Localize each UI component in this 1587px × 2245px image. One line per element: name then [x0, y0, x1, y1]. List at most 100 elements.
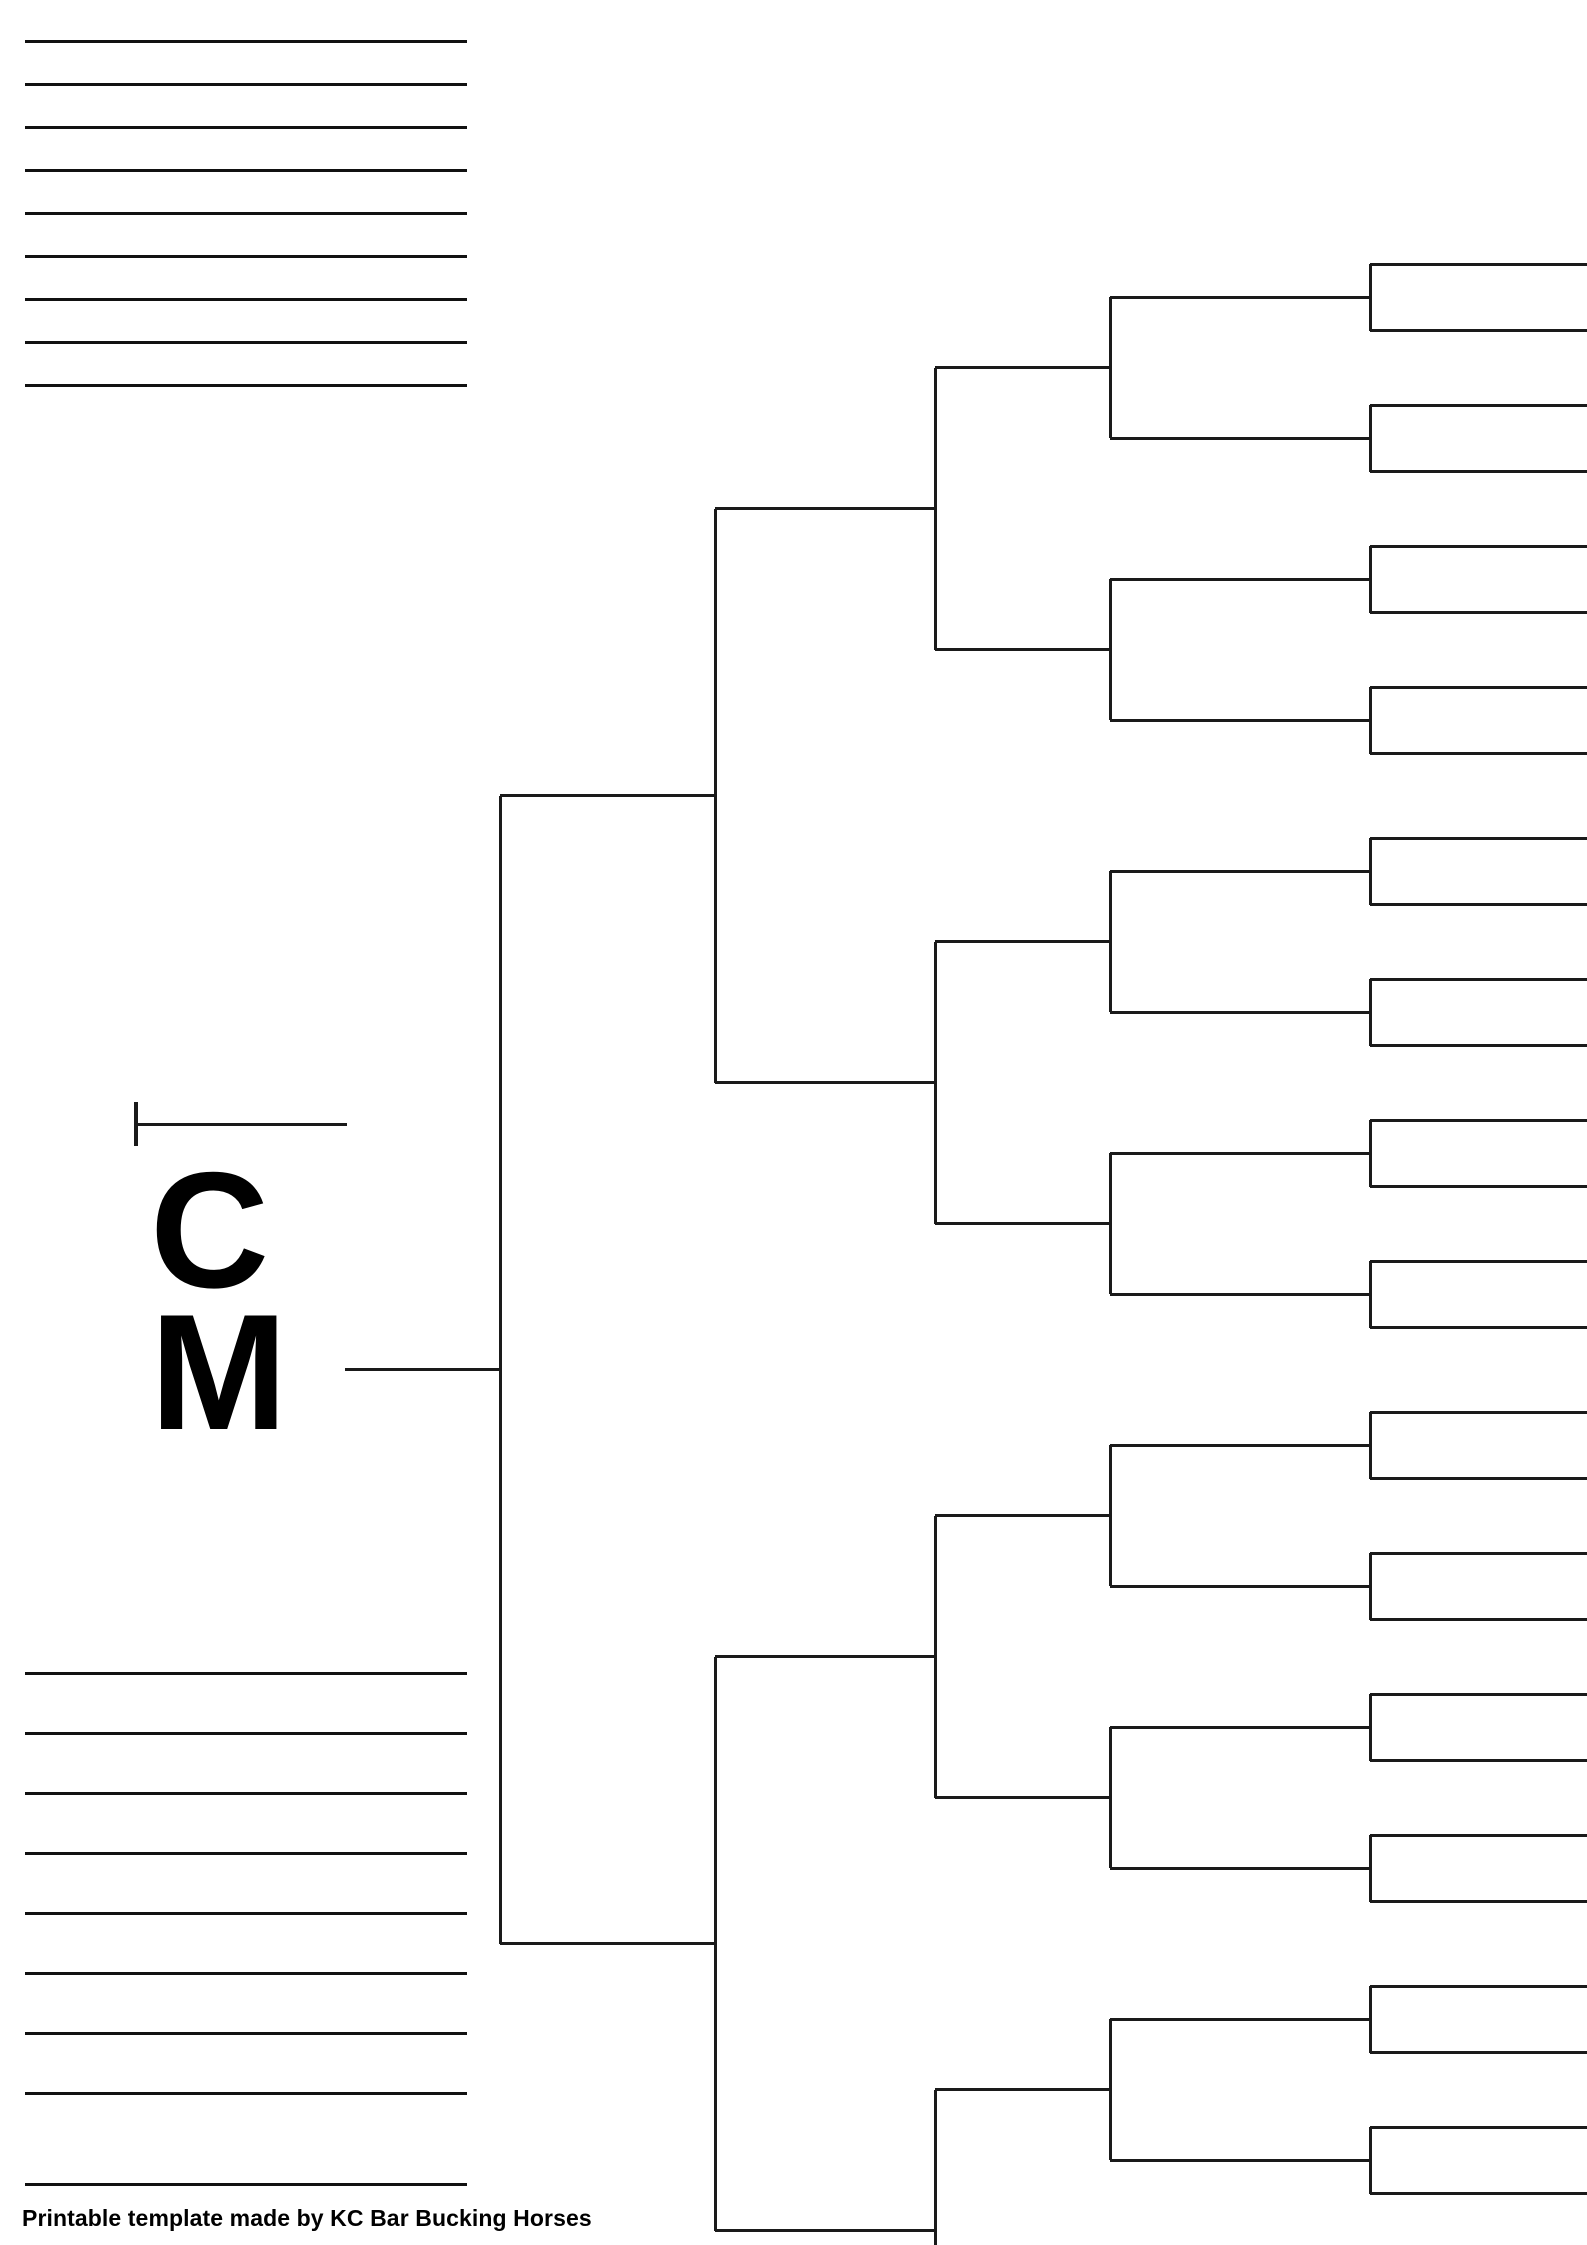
bracket-connector-round1-1[interactable]	[1368, 264, 1372, 331]
bracket-slot-round1-12[interactable]	[1370, 1044, 1587, 1047]
bracket-slot-round4-4[interactable]	[715, 2229, 935, 2233]
bracket-connector-round1-2[interactable]	[1368, 405, 1372, 472]
bracket-slot-round1-23[interactable]	[1370, 1833, 1587, 1837]
writing-line-top-2[interactable]	[25, 83, 467, 86]
bracket-connector-round2-5[interactable]	[1108, 1445, 1112, 1587]
bracket-connector-round2-2[interactable]	[1108, 579, 1112, 721]
bracket-slot-round1-11[interactable]	[1370, 977, 1587, 981]
bracket-slot-round1-14[interactable]	[1370, 1185, 1587, 1188]
writing-line-top-7[interactable]	[25, 298, 467, 301]
bracket-connector-round1-10[interactable]	[1368, 1553, 1372, 1620]
bracket-slot-round1-18[interactable]	[1370, 1477, 1587, 1480]
writing-line-bottom-4[interactable]	[25, 1852, 467, 1855]
bracket-connector-round1-6[interactable]	[1368, 979, 1372, 1046]
bracket-slot-round2-11[interactable]	[1110, 1725, 1370, 1729]
bracket-slot-round1-19[interactable]	[1370, 1551, 1587, 1555]
bracket-connector-round1-12[interactable]	[1368, 1835, 1372, 1902]
bracket-connector-round1-13[interactable]	[1368, 1986, 1372, 2053]
bracket-connector-round1-8[interactable]	[1368, 1261, 1372, 1328]
writing-line-top-5[interactable]	[25, 212, 467, 215]
champion-write-line[interactable]	[134, 1122, 347, 1126]
bracket-connector-round2-1[interactable]	[1108, 297, 1112, 439]
writing-line-top-9[interactable]	[25, 384, 467, 387]
bracket-slot-round4-2[interactable]	[715, 1081, 935, 1085]
bracket-slot-round2-10[interactable]	[1110, 1584, 1370, 1588]
writing-line-bottom-1[interactable]	[25, 1672, 467, 1675]
bracket-slot-round2-14[interactable]	[1110, 2158, 1370, 2162]
bracket-slot-round3-7[interactable]	[935, 2088, 1110, 2092]
bracket-slot-round1-15[interactable]	[1370, 1259, 1587, 1263]
bracket-connector-round2-6[interactable]	[1108, 1727, 1112, 1869]
bracket-slot-round2-7[interactable]	[1110, 1151, 1370, 1155]
bracket-slot-round1-3[interactable]	[1370, 403, 1587, 407]
bracket-slot-final-1[interactable]	[345, 1368, 500, 1372]
writing-line-bottom-7[interactable]	[25, 2032, 467, 2035]
bracket-slot-round1-4[interactable]	[1370, 470, 1587, 473]
bracket-slot-round2-2[interactable]	[1110, 436, 1370, 440]
bracket-slot-round1-25[interactable]	[1370, 1984, 1587, 1988]
bracket-connector-round3-3[interactable]	[933, 1515, 937, 1798]
writing-line-top-3[interactable]	[25, 126, 467, 129]
bracket-slot-round1-21[interactable]	[1370, 1692, 1587, 1696]
bracket-slot-round1-5[interactable]	[1370, 544, 1587, 548]
bracket-slot-round1-7[interactable]	[1370, 685, 1587, 689]
bracket-connector-round1-11[interactable]	[1368, 1694, 1372, 1761]
bracket-slot-round1-20[interactable]	[1370, 1618, 1587, 1621]
bracket-slot-round3-1[interactable]	[935, 366, 1110, 370]
bracket-slot-round5-2[interactable]	[500, 1942, 715, 1946]
bracket-slot-round1-13[interactable]	[1370, 1118, 1587, 1122]
writing-line-bottom-3[interactable]	[25, 1792, 467, 1795]
bracket-slot-round2-6[interactable]	[1110, 1010, 1370, 1014]
bracket-slot-round1-8[interactable]	[1370, 752, 1587, 755]
bracket-slot-round1-26[interactable]	[1370, 2051, 1587, 2054]
writing-line-top-1[interactable]	[25, 40, 467, 43]
bracket-slot-round1-16[interactable]	[1370, 1326, 1587, 1329]
bracket-connector-round3-1[interactable]	[933, 367, 937, 650]
bracket-slot-round1-28[interactable]	[1370, 2192, 1587, 2195]
bracket-connector-round4-2[interactable]	[713, 1656, 717, 2231]
bracket-slot-round1-9[interactable]	[1370, 836, 1587, 840]
writing-line-top-6[interactable]	[25, 255, 467, 258]
bracket-connector-round1-7[interactable]	[1368, 1120, 1372, 1187]
bracket-connector-round1-4[interactable]	[1368, 687, 1372, 754]
bracket-slot-round1-22[interactable]	[1370, 1759, 1587, 1762]
bracket-slot-round2-12[interactable]	[1110, 1866, 1370, 1870]
bracket-connector-round2-3[interactable]	[1108, 871, 1112, 1013]
bracket-slot-round3-4[interactable]	[935, 1222, 1110, 1226]
writing-line-top-8[interactable]	[25, 341, 467, 344]
writing-line-bottom-6[interactable]	[25, 1972, 467, 1975]
bracket-slot-round4-1[interactable]	[715, 507, 935, 511]
bracket-slot-round4-3[interactable]	[715, 1655, 935, 1659]
bracket-slot-round3-3[interactable]	[935, 940, 1110, 944]
bracket-connector-round1-5[interactable]	[1368, 838, 1372, 905]
bracket-slot-round3-6[interactable]	[935, 1796, 1110, 1800]
bracket-connector-round2-7[interactable]	[1108, 2019, 1112, 2161]
bracket-slot-round1-24[interactable]	[1370, 1900, 1587, 1903]
writing-line-top-4[interactable]	[25, 169, 467, 172]
bracket-slot-round2-1[interactable]	[1110, 295, 1370, 299]
bracket-slot-round2-8[interactable]	[1110, 1292, 1370, 1296]
bracket-connector-round4-1[interactable]	[713, 508, 717, 1083]
writing-line-bottom-8[interactable]	[25, 2092, 467, 2095]
bracket-slot-round2-4[interactable]	[1110, 718, 1370, 722]
bracket-connector-round1-14[interactable]	[1368, 2127, 1372, 2194]
bracket-connector-round1-3[interactable]	[1368, 546, 1372, 613]
bracket-slot-round1-27[interactable]	[1370, 2125, 1587, 2129]
bracket-slot-round5-1[interactable]	[500, 794, 715, 798]
bracket-slot-round1-2[interactable]	[1370, 329, 1587, 332]
writing-line-bottom-2[interactable]	[25, 1732, 467, 1735]
bracket-slot-round1-6[interactable]	[1370, 611, 1587, 614]
bracket-connector-round1-9[interactable]	[1368, 1412, 1372, 1479]
bracket-slot-round2-9[interactable]	[1110, 1443, 1370, 1447]
bracket-connector-round2-4[interactable]	[1108, 1153, 1112, 1295]
bracket-slot-round1-1[interactable]	[1370, 262, 1587, 266]
bracket-slot-round2-3[interactable]	[1110, 577, 1370, 581]
bracket-slot-round1-10[interactable]	[1370, 903, 1587, 906]
bracket-connector-round3-4[interactable]	[933, 2089, 937, 2245]
bracket-connector-round3-2[interactable]	[933, 941, 937, 1224]
bracket-slot-round1-17[interactable]	[1370, 1410, 1587, 1414]
bracket-slot-round3-5[interactable]	[935, 1514, 1110, 1518]
bracket-slot-round2-13[interactable]	[1110, 2017, 1370, 2021]
writing-line-bottom-5[interactable]	[25, 1912, 467, 1915]
bracket-connector-round5-1[interactable]	[498, 795, 502, 1944]
